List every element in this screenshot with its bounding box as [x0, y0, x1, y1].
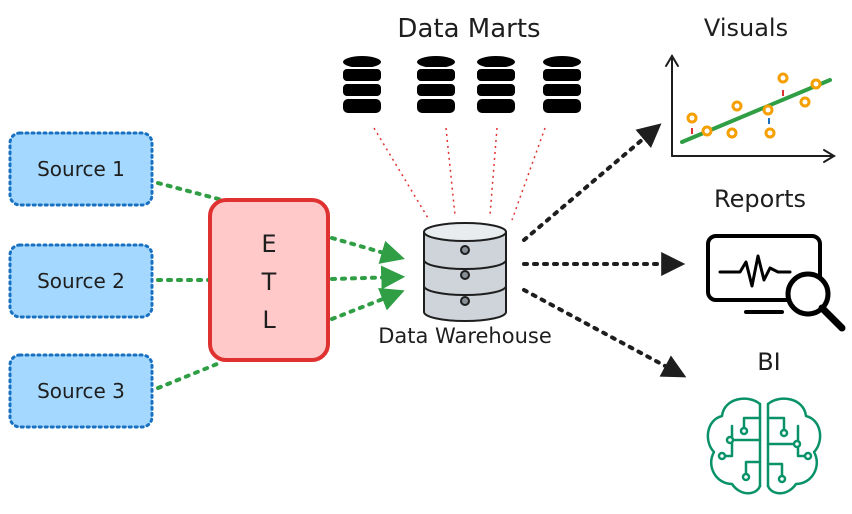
etl-letter-l: L — [262, 306, 276, 334]
database-icon — [475, 54, 517, 115]
monitor-search-icon — [706, 234, 846, 332]
source-connectors — [156, 181, 228, 390]
warehouse-label: Data Warehouse — [378, 324, 552, 348]
scatter-chart-icon — [665, 54, 836, 163]
source-box-1: Source 1 — [8, 131, 154, 207]
mart-link-2 — [445, 127, 456, 216]
mart-links — [373, 127, 546, 221]
data-mart-icons — [341, 54, 583, 115]
arrow-to-visuals — [522, 123, 662, 242]
data-marts-title: Data Marts — [397, 14, 540, 44]
arrow-to-bi — [522, 288, 687, 378]
mart-link-1 — [373, 127, 429, 219]
source-label: Source 2 — [37, 269, 125, 293]
arrow-etl-warehouse-middle — [330, 265, 406, 290]
etl-letter-t: T — [261, 268, 277, 296]
source-label: Source 1 — [37, 157, 125, 181]
brain-circuit-icon — [706, 397, 822, 495]
arrow-etl-warehouse-top — [330, 236, 405, 264]
warehouse-to-output-arrows — [522, 123, 687, 378]
arrow-etl-warehouse-bottom — [330, 287, 405, 321]
source-box-2: Source 2 — [8, 243, 154, 319]
database-icon — [541, 54, 583, 115]
etl-box: E T L — [208, 198, 330, 362]
bi-label: BI — [757, 348, 781, 376]
source-box-3: Source 3 — [8, 353, 154, 429]
etl-to-warehouse-arrows — [330, 236, 406, 321]
mart-link-4 — [511, 127, 546, 221]
database-icon — [341, 54, 383, 115]
connector-source-1-etl — [156, 181, 228, 203]
warehouse-database-icon — [423, 222, 507, 322]
database-icon — [415, 54, 457, 115]
connector-source-3-etl — [156, 360, 224, 390]
source-label: Source 3 — [37, 379, 125, 403]
mart-link-3 — [489, 127, 498, 216]
reports-label: Reports — [714, 185, 806, 213]
visuals-label: Visuals — [704, 14, 788, 42]
etl-letter-e: E — [261, 230, 276, 258]
